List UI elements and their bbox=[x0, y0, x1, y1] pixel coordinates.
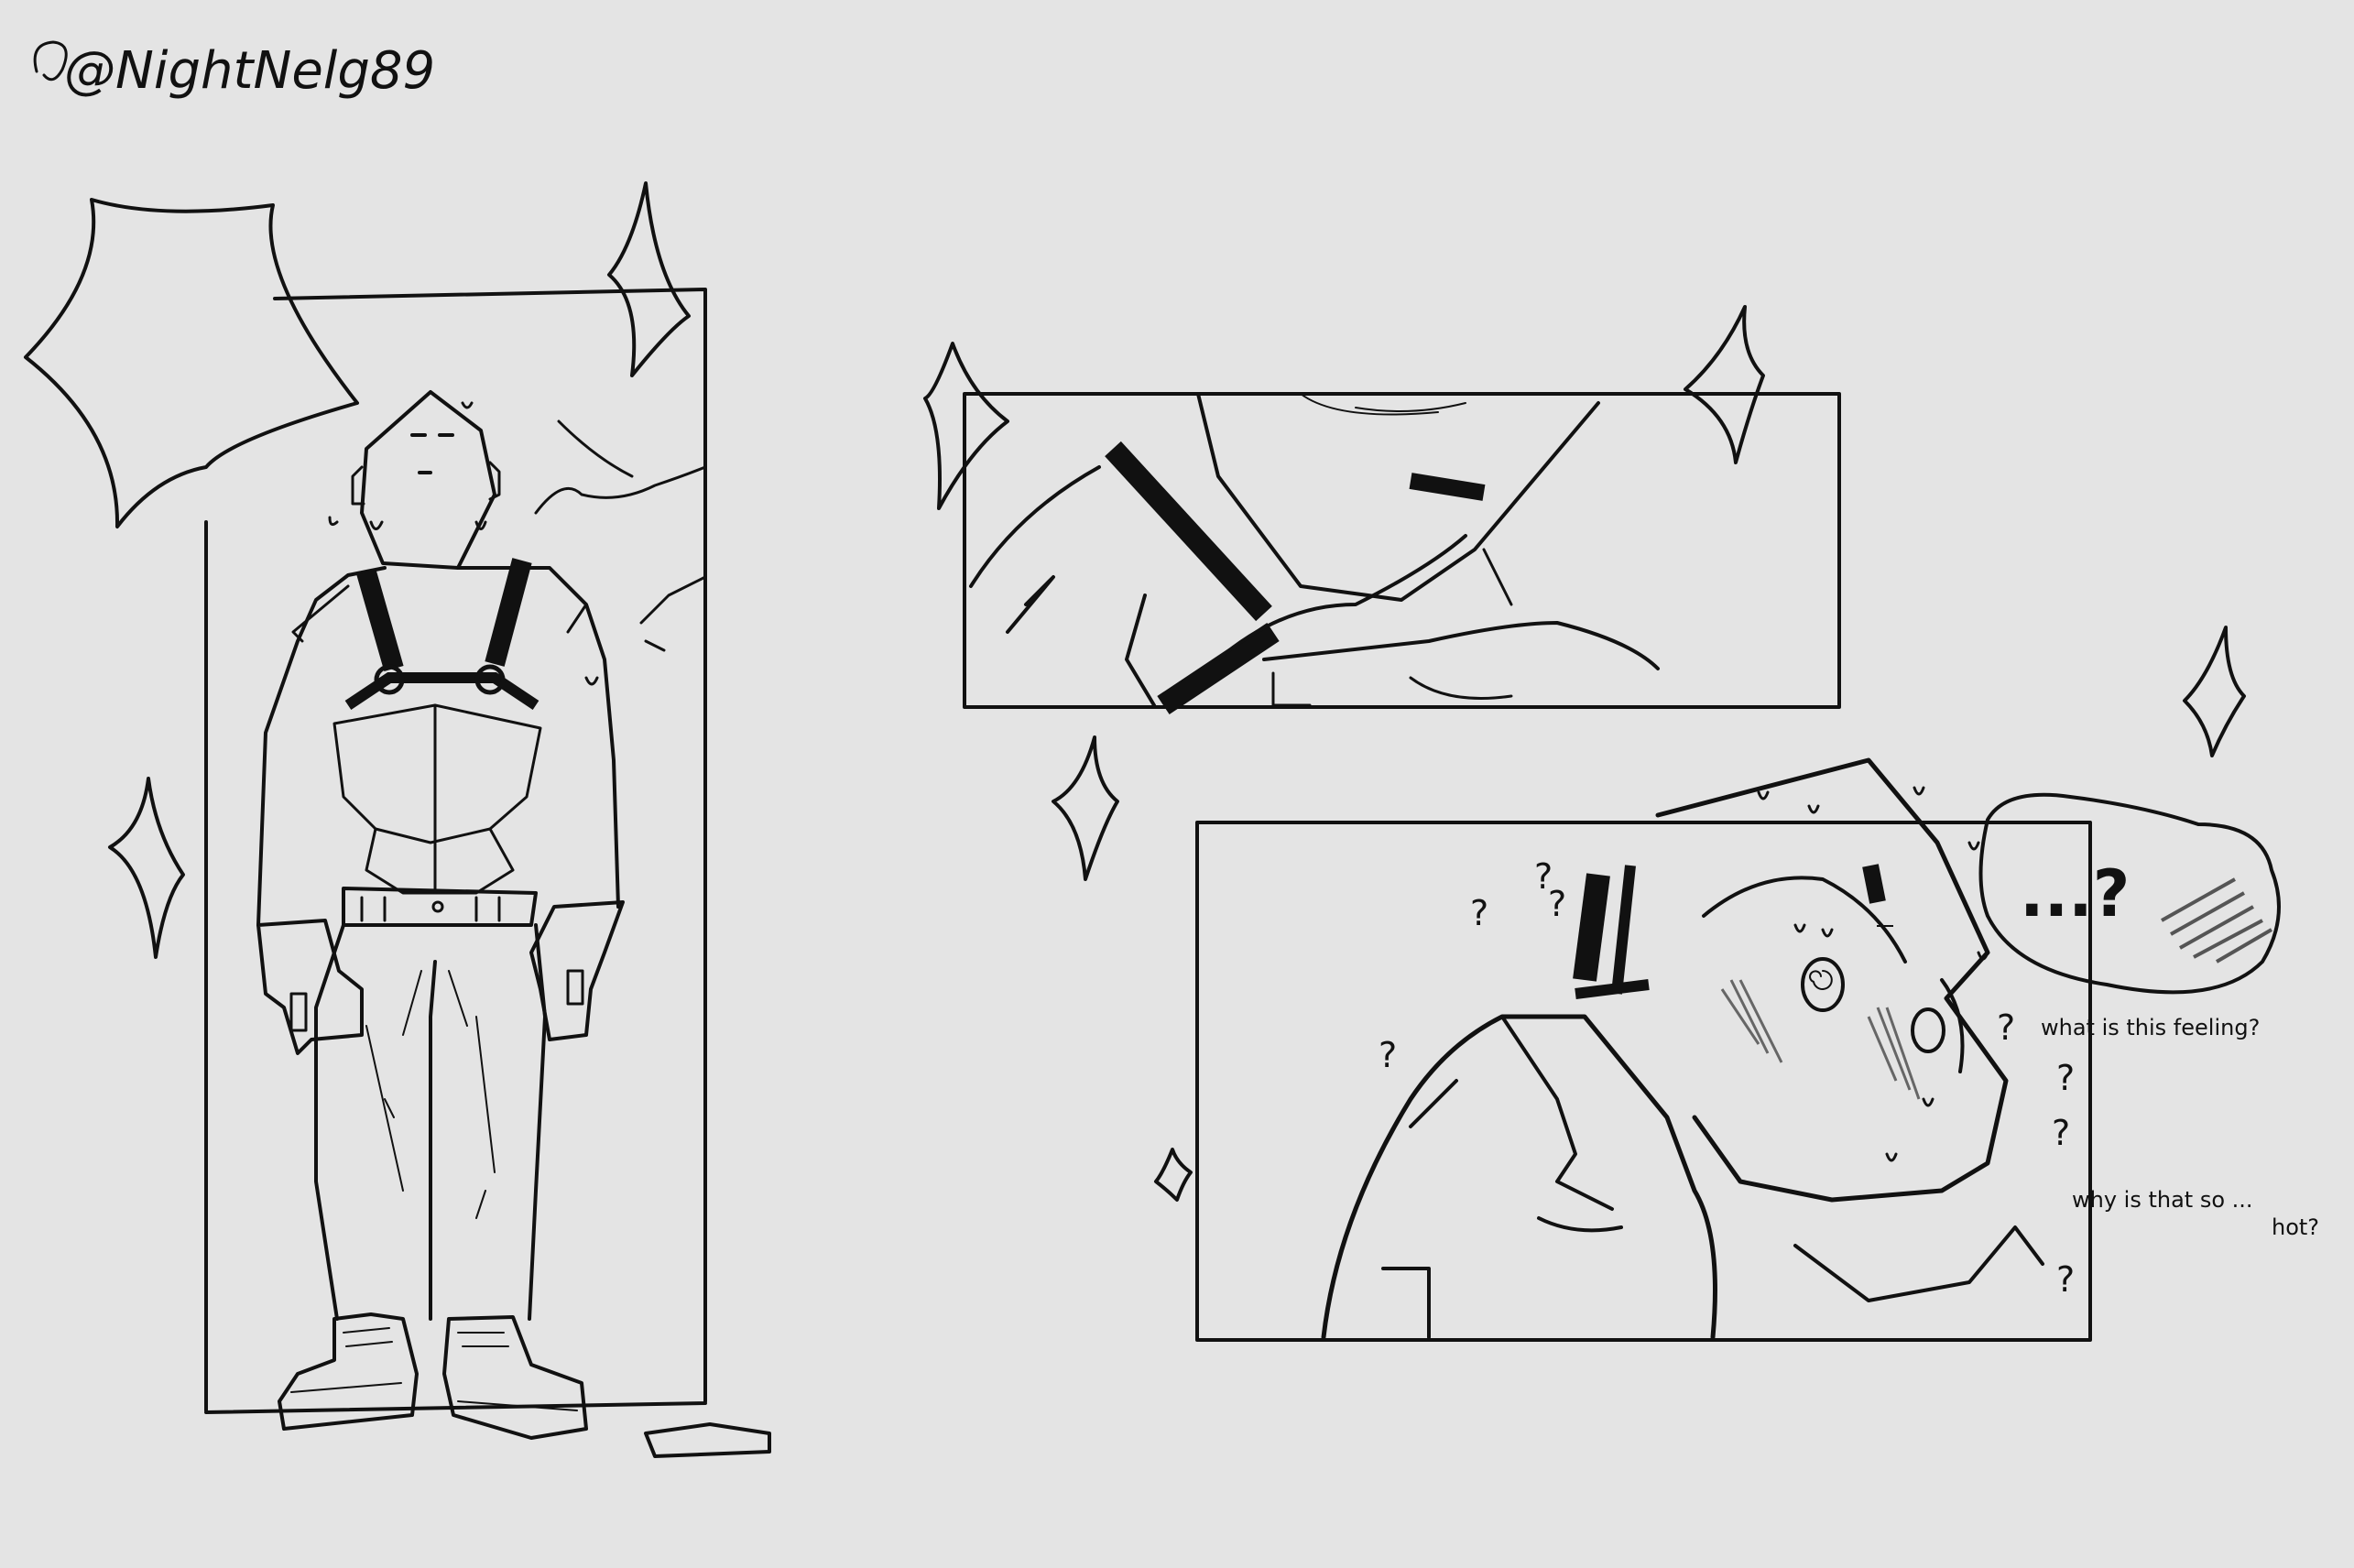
caption-hot: hot? bbox=[2272, 1214, 2319, 1240]
caption-why-is-that-so: why is that so ... bbox=[2072, 1187, 2253, 1213]
question-mark: ? bbox=[2052, 1113, 2070, 1153]
caption-what-is-this-feeling: what is this feeling? bbox=[2041, 1015, 2260, 1040]
thought-bubble-text: ...? bbox=[2020, 856, 2130, 931]
panel-closeup bbox=[923, 305, 1841, 881]
character-flustered bbox=[1321, 757, 2044, 1340]
question-marks: ? ? ? ? ? ? ? ? bbox=[1379, 856, 2075, 1300]
sparkle bbox=[108, 777, 185, 959]
question-mark: ? bbox=[1379, 1035, 1397, 1075]
character-standing bbox=[256, 390, 771, 1458]
question-mark: ? bbox=[2056, 1259, 2075, 1300]
sparkle bbox=[1052, 735, 1119, 881]
thought-bubble bbox=[1978, 792, 2281, 995]
question-mark: ? bbox=[1548, 884, 1566, 924]
panel-flustered: ...? ? ? ? ? ? ? ? bbox=[1154, 626, 2319, 1342]
question-mark: ? bbox=[1534, 856, 1553, 897]
question-mark: ? bbox=[1997, 1007, 2015, 1048]
signature-text: @NightNelg89 bbox=[64, 41, 435, 101]
question-mark: ? bbox=[1470, 893, 1488, 933]
sparkle bbox=[1684, 305, 1765, 464]
artist-signature: @NightNelg89 bbox=[33, 40, 435, 101]
panel-full-body bbox=[24, 181, 771, 1458]
sparkle bbox=[1154, 1148, 1193, 1202]
question-mark: ? bbox=[2056, 1058, 2075, 1098]
sparkle bbox=[923, 342, 1009, 510]
sparkle bbox=[607, 181, 691, 377]
sparkle bbox=[2183, 626, 2246, 757]
impact-burst bbox=[24, 198, 359, 528]
